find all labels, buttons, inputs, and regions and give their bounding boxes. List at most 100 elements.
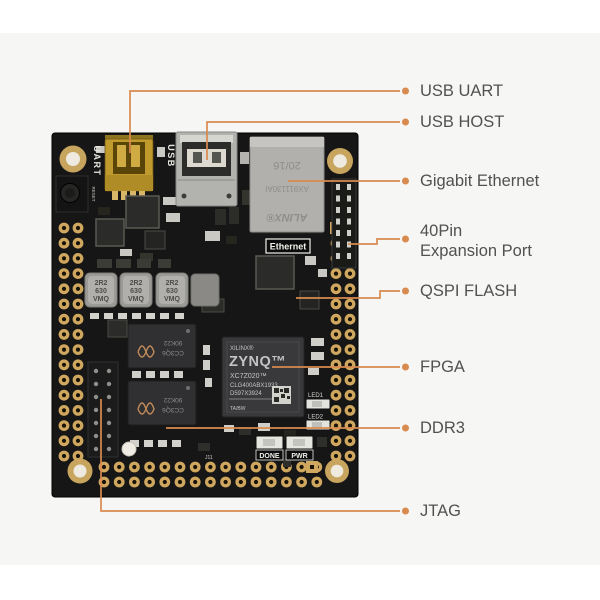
usb-host-contact-slot [212,152,221,163]
pin-hole [208,464,213,470]
ethernet-silkscreen: Ethernet [270,242,307,252]
pin-hole [333,317,339,322]
label-fpga: FPGA [420,358,465,376]
jtag-pin [93,446,99,452]
passive-component [311,338,324,346]
ethernet-stamp-line2: AX911130AI [265,184,309,193]
passive-component [116,259,131,268]
pin-hole [177,464,183,470]
passive-component [258,423,270,431]
jtag-pins [93,368,112,452]
jtag-pin [106,368,112,374]
pin-hole [333,286,339,291]
pin-hole [61,423,67,428]
inductor-body [190,273,220,307]
passive-component [132,313,141,319]
pin-hole [75,408,81,413]
pin-hole [75,423,81,428]
pcb-board: RESET UART USB [51,131,359,498]
ddr3-body [127,323,197,369]
qr-cell [281,394,285,398]
usb-host-contact-slot [193,152,202,163]
mini-usb-shell-lower [105,175,153,191]
mini-usb-pin [121,191,127,200]
callout-labels: USB UART USB HOST Gigabit Ethernet 40Pin… [420,82,540,520]
pin-hole [333,438,339,443]
ddr3-chip: 90K22 CC3Q6 [127,380,197,426]
fpga-qr-code [272,386,291,404]
header-pin [336,184,340,190]
passive-component [317,437,327,447]
fpga-package-code: CLG400ABX1933 [230,383,278,389]
jtag-pin [93,368,99,374]
callout-dot [402,87,409,95]
jtag-header[interactable] [87,361,119,458]
callout-dot [402,507,409,515]
passive-component [242,190,253,205]
pin-hole [147,464,152,470]
led1-silkscreen: LED1 [308,393,324,399]
pin-hole [61,271,67,276]
right-header-body[interactable] [331,178,357,269]
passive-component [284,430,296,440]
pin-hole [61,347,67,352]
ethernet-silkscreen-box [265,238,311,254]
pin-hole [347,453,353,459]
header-pin [347,253,351,259]
pin-hole [147,479,152,485]
reset-button-group: RESET [55,175,96,213]
pin-hole [333,332,339,337]
fpga-foot-code: TA/BW [230,406,246,412]
ddr3-marking: CC3Q6 [162,349,184,356]
inductor: 2R2 630 VMQ [155,272,189,308]
pin-hole [193,464,198,470]
uart-bridge-chip [125,195,160,229]
inductor-marking: VMQ [128,296,145,303]
passive-component [98,207,110,215]
ddr3-marking-group: 90K22 CC3Q6 [162,396,184,413]
ddr3-pin1-dot [186,386,190,390]
usb-uart-connector[interactable] [104,135,154,200]
pin-hole [347,271,353,276]
callout-line-qspi-flash [296,290,400,299]
jtag-pin [106,394,112,400]
passive-component [90,313,99,319]
reset-button-cap[interactable] [65,188,75,198]
callout-dot [402,235,409,243]
callout-line-40pin [348,238,400,245]
pwr-led-die [293,439,305,446]
callout-line-usb-host [206,121,400,160]
pin-hole [101,464,107,470]
pin-hole [253,479,259,485]
pin-hole [75,332,81,337]
mounting-holes [59,145,353,484]
jtag-header-body[interactable] [87,361,119,458]
pin-hole [299,464,304,470]
pin-hole [75,271,81,276]
ddr3-body [127,380,197,426]
ddr3-chips: 90K22 CC3Q6 90K22 CC3Q6 [127,323,197,426]
passive-component [198,443,210,451]
inductor-marking: 630 [95,288,107,295]
passive-component [205,378,212,387]
inductor-marking: 2R2 [130,280,143,287]
pin-hole [347,438,353,443]
passive-component [229,207,239,224]
pin-hole [347,362,353,367]
callout-dot [402,287,409,295]
ethernet-connector[interactable]: 20/16 AX911130AI ALINX® Ethernet [249,136,325,254]
pin-hole [61,332,67,337]
pin-hole [61,453,67,459]
passive-component [160,313,169,319]
qr-cell [287,396,290,399]
ddr3-marking: CC3Q6 [162,406,184,413]
passive-component [205,231,220,241]
ethernet-phy-chip [255,255,295,290]
pin-hole [61,362,67,367]
mini-usb-pin [112,191,118,200]
ddr3-chip: 90K22 CC3Q6 [127,323,197,369]
label-ddr3: DDR3 [420,419,465,437]
pin-hole [75,393,81,398]
right-edge-header[interactable] [331,178,357,269]
